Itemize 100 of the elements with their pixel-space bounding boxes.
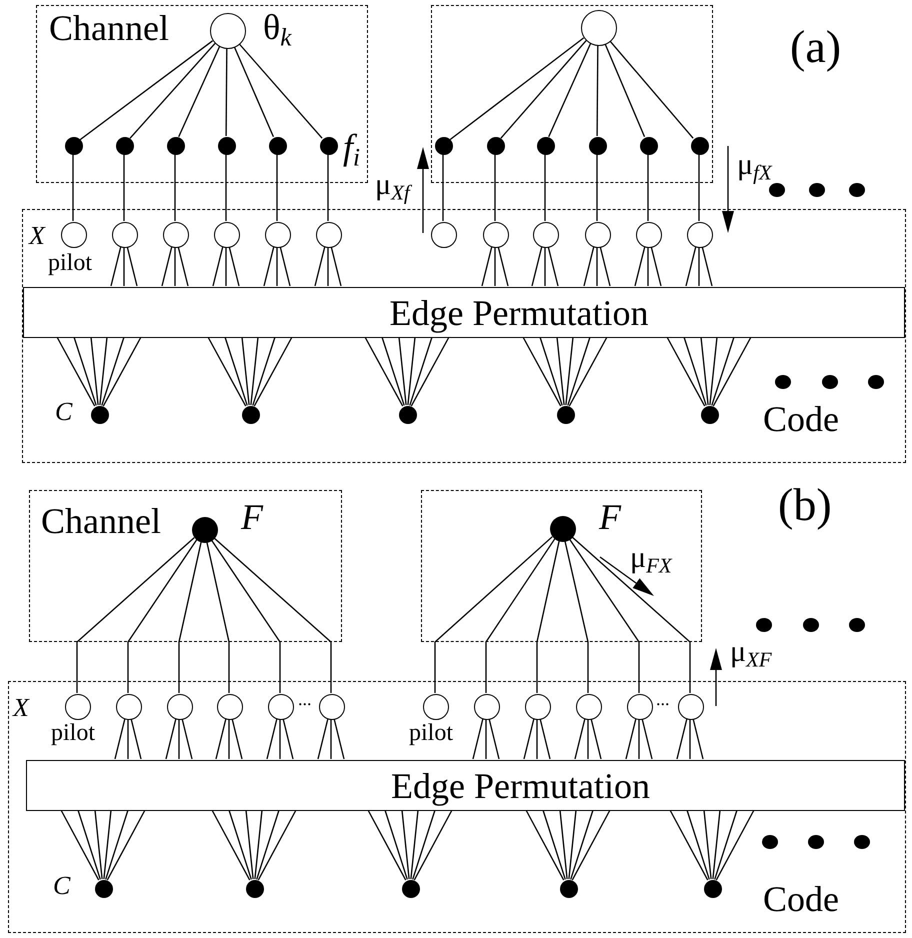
connector-line (685, 246, 696, 286)
connector-line (494, 247, 496, 286)
connector-line (215, 718, 227, 760)
connector-line (228, 719, 230, 759)
dot-node (242, 406, 260, 424)
connector-line (165, 718, 177, 760)
connector-line (409, 336, 433, 406)
circle-node (116, 694, 142, 720)
connector-line (712, 336, 752, 406)
connector-line (234, 46, 274, 137)
message-label: μ$_{XF}$ (730, 637, 772, 670)
panel-label: (b) (778, 482, 832, 528)
dashed-group-box (421, 490, 702, 642)
connector-line (174, 154, 176, 221)
connector-line (683, 336, 707, 406)
connector-line (367, 810, 406, 880)
connector-line (548, 43, 592, 138)
connector-line (263, 246, 274, 286)
group-title: Code (763, 401, 839, 437)
connector-line (522, 336, 562, 406)
dot-node (167, 137, 185, 155)
connector-line (127, 719, 129, 759)
connector-line (73, 336, 97, 406)
connector-line (570, 810, 594, 880)
connector-line (488, 718, 500, 760)
connector-line (56, 336, 96, 406)
circle-node (163, 222, 189, 248)
connector-line (276, 154, 278, 221)
dashed-group-box (36, 5, 368, 183)
connector-line (250, 336, 259, 406)
dot-node (435, 137, 453, 155)
connector-line (600, 246, 611, 286)
connector-line (102, 336, 142, 406)
message-label: μ$_{fX}$ (737, 150, 772, 184)
connector-line (669, 810, 708, 880)
connector-line (410, 336, 450, 406)
connector-line (559, 810, 568, 880)
connector-line (568, 538, 640, 693)
connector-line (130, 42, 216, 139)
connector-line (698, 154, 700, 221)
connector-line (110, 246, 122, 286)
connector-line (94, 810, 103, 880)
connector-line (99, 336, 108, 406)
circle-node (533, 222, 559, 248)
circle-node (265, 222, 291, 248)
connector-line (698, 247, 700, 286)
connector-line (485, 719, 487, 759)
dot-node (116, 137, 134, 155)
connector-line (280, 246, 291, 286)
connector-line (650, 246, 662, 286)
connector-line (407, 336, 416, 406)
connector-line (178, 46, 220, 138)
connector-line (178, 542, 202, 693)
connector-line (542, 810, 566, 880)
dot-node (537, 137, 555, 155)
permutation-block: Edge Permutation (26, 760, 905, 811)
connector-line (381, 336, 405, 406)
connector-line (587, 719, 589, 759)
message-label: μ$_{Xf}$ (375, 170, 410, 204)
connector-line (539, 336, 563, 406)
variable-label: F (241, 499, 263, 535)
dashed-group-box (22, 209, 906, 463)
connector-line (181, 718, 193, 760)
connector-line (442, 154, 444, 221)
connector-line (364, 336, 404, 406)
connector-line (207, 336, 246, 406)
connector-line (539, 718, 551, 760)
connector-line (401, 810, 410, 880)
connector-line (80, 40, 213, 140)
connector-line (544, 154, 546, 221)
connector-line (567, 336, 591, 406)
variable-label: X (29, 223, 45, 249)
connector-line (604, 43, 646, 137)
dot-node (320, 137, 338, 155)
panel-label: (a) (790, 24, 842, 70)
connector-line (565, 336, 574, 406)
connector-line (676, 718, 688, 760)
connector-line (434, 536, 553, 693)
message-label: μ$_{FX}$ (630, 543, 672, 576)
connector-line (174, 247, 176, 286)
circle-node (319, 694, 345, 720)
connector-line (225, 48, 228, 136)
dashed-group-box (29, 490, 342, 642)
connector-line (596, 45, 598, 136)
connector-line (556, 336, 565, 406)
connector-line (638, 719, 640, 759)
circle-node (210, 13, 246, 49)
circle-node (581, 10, 617, 46)
connector-line (572, 810, 611, 880)
circle-node (167, 694, 193, 720)
connector-line (609, 40, 694, 139)
connector-line (276, 247, 278, 286)
connector-line (330, 246, 342, 286)
dot-node (399, 406, 417, 424)
connector-line (123, 247, 125, 286)
connector-line (531, 246, 542, 286)
connector-line (60, 810, 100, 880)
circle-node (217, 694, 243, 720)
dot-node (402, 880, 420, 898)
connector-line (254, 810, 263, 880)
